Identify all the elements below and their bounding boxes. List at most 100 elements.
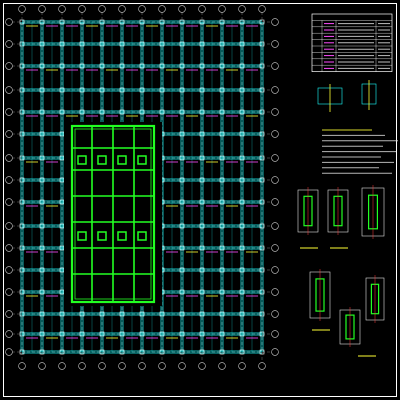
axis-bubble-top (58, 5, 66, 13)
core-column (77, 155, 87, 165)
column (239, 245, 245, 251)
column (39, 311, 45, 317)
column (119, 109, 125, 115)
column (179, 155, 185, 161)
axis-bubble-bottom (78, 362, 86, 370)
column (19, 177, 25, 183)
axis-bubble-right (271, 176, 279, 184)
column (59, 63, 65, 69)
axis-bubble-left (5, 222, 13, 230)
column (39, 267, 45, 273)
column (159, 311, 165, 317)
column (99, 109, 105, 115)
column (159, 63, 165, 69)
column (179, 109, 185, 115)
column (239, 267, 245, 273)
column (179, 349, 185, 355)
column (219, 223, 225, 229)
column (19, 289, 25, 295)
column (159, 41, 165, 47)
column (119, 41, 125, 47)
column (119, 311, 125, 317)
column (259, 331, 265, 337)
axis-bubble-top (78, 5, 86, 13)
column (99, 63, 105, 69)
axis-bubble-bottom (118, 362, 126, 370)
column (259, 267, 265, 273)
column (199, 131, 205, 137)
column (219, 349, 225, 355)
column (79, 87, 85, 93)
axis-bubble-top (238, 5, 246, 13)
axis-bubble-right (271, 330, 279, 338)
column (19, 349, 25, 355)
axis-bubble-top (178, 5, 186, 13)
column (119, 331, 125, 337)
column (159, 19, 165, 25)
column (219, 155, 225, 161)
column (39, 223, 45, 229)
column (159, 349, 165, 355)
column (219, 267, 225, 273)
column (179, 41, 185, 47)
column (19, 245, 25, 251)
column (79, 349, 85, 355)
axis-bubble-right (271, 244, 279, 252)
column (79, 109, 85, 115)
column (19, 41, 25, 47)
column (79, 311, 85, 317)
column (239, 331, 245, 337)
column (39, 19, 45, 25)
column (239, 131, 245, 137)
core-column (137, 155, 147, 165)
column (259, 311, 265, 317)
axis-bubble-bottom (198, 362, 206, 370)
column (139, 331, 145, 337)
column (159, 109, 165, 115)
column (119, 19, 125, 25)
column (19, 199, 25, 205)
column (39, 245, 45, 251)
column (119, 63, 125, 69)
column (79, 41, 85, 47)
axis-bubble-right (271, 18, 279, 26)
axis-bubble-bottom (98, 362, 106, 370)
axis-bubble-left (5, 86, 13, 94)
core-column (97, 155, 107, 165)
column (39, 177, 45, 183)
axis-bubble-left (5, 288, 13, 296)
column (239, 155, 245, 161)
axis-bubble-bottom (38, 362, 46, 370)
axis-bubble-right (271, 130, 279, 138)
column (219, 311, 225, 317)
column (259, 349, 265, 355)
column (239, 19, 245, 25)
column (199, 223, 205, 229)
axis-bubble-top (218, 5, 226, 13)
column (259, 223, 265, 229)
axis-bubble-right (271, 198, 279, 206)
floor-plan (5, 5, 279, 370)
column (239, 289, 245, 295)
column (199, 155, 205, 161)
column (259, 155, 265, 161)
axis-bubble-bottom (58, 362, 66, 370)
column (19, 311, 25, 317)
column (219, 199, 225, 205)
column (199, 109, 205, 115)
column (239, 63, 245, 69)
column (219, 19, 225, 25)
column (179, 311, 185, 317)
column (59, 19, 65, 25)
column (239, 199, 245, 205)
axis-bubble-left (5, 108, 13, 116)
column (99, 41, 105, 47)
column (239, 87, 245, 93)
axis-bubble-right (271, 62, 279, 70)
axis-bubble-right (271, 108, 279, 116)
column (59, 87, 65, 93)
axis-bubble-top (38, 5, 46, 13)
column (19, 223, 25, 229)
right-annotations (297, 13, 398, 357)
